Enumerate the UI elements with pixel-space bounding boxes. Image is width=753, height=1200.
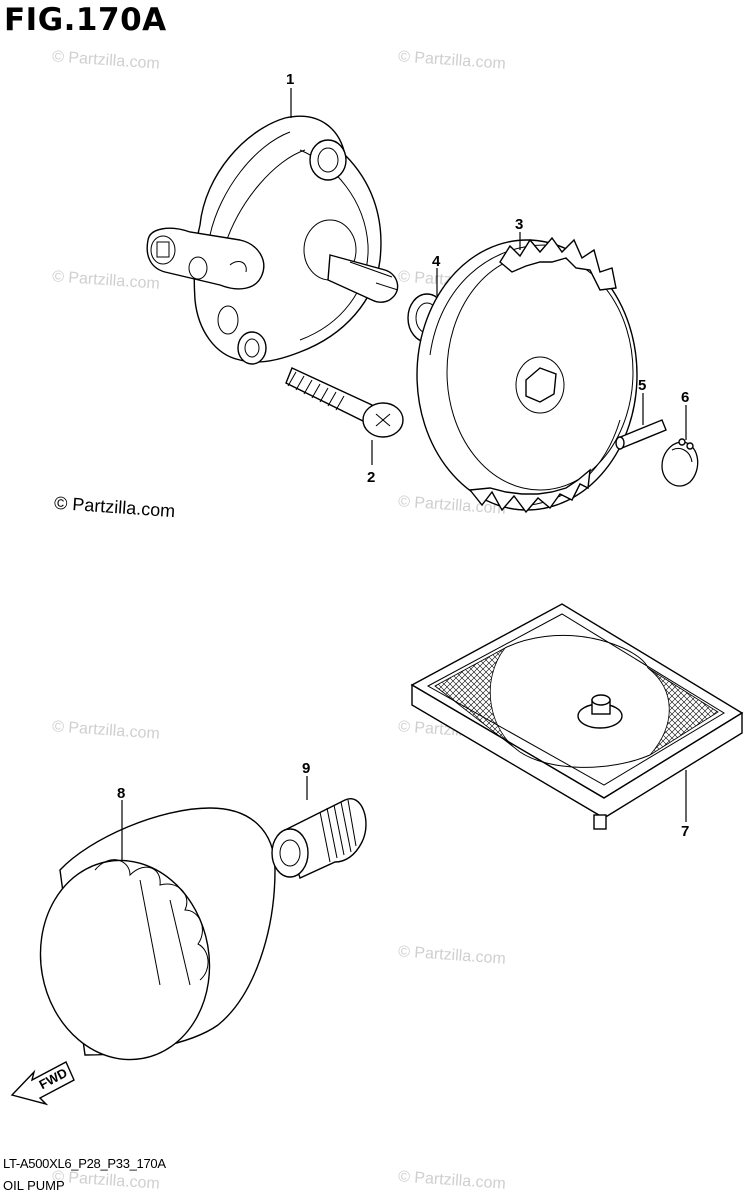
callout-4: 4 [432, 253, 441, 270]
callout-2: 2 [367, 469, 375, 486]
oil-filter [39, 807, 276, 1061]
callout-8: 8 [117, 785, 125, 802]
pin [615, 419, 667, 450]
leader-lines [121, 88, 687, 860]
figure-code: LT-A500XL6_P28_P33_170A [3, 1156, 166, 1171]
callout-9: 9 [302, 760, 310, 777]
oil-strainer [410, 603, 744, 830]
oil-pump-gear [416, 236, 638, 514]
callout-1: 1 [286, 71, 294, 88]
fwd-arrow: FWD [10, 1061, 75, 1106]
callout-5: 5 [638, 377, 646, 394]
callout-6: 6 [681, 389, 689, 406]
callouts: 1 2 3 4 5 6 7 8 9 [117, 71, 689, 840]
figure-caption: OIL PUMP [3, 1178, 65, 1193]
bolt [285, 367, 404, 438]
union-bolt [271, 797, 367, 879]
callout-7: 7 [681, 823, 689, 840]
oil-pump-body [146, 115, 399, 365]
callout-3: 3 [515, 216, 523, 233]
figure-title: FIG.170A [4, 2, 167, 38]
circlip [661, 438, 699, 487]
